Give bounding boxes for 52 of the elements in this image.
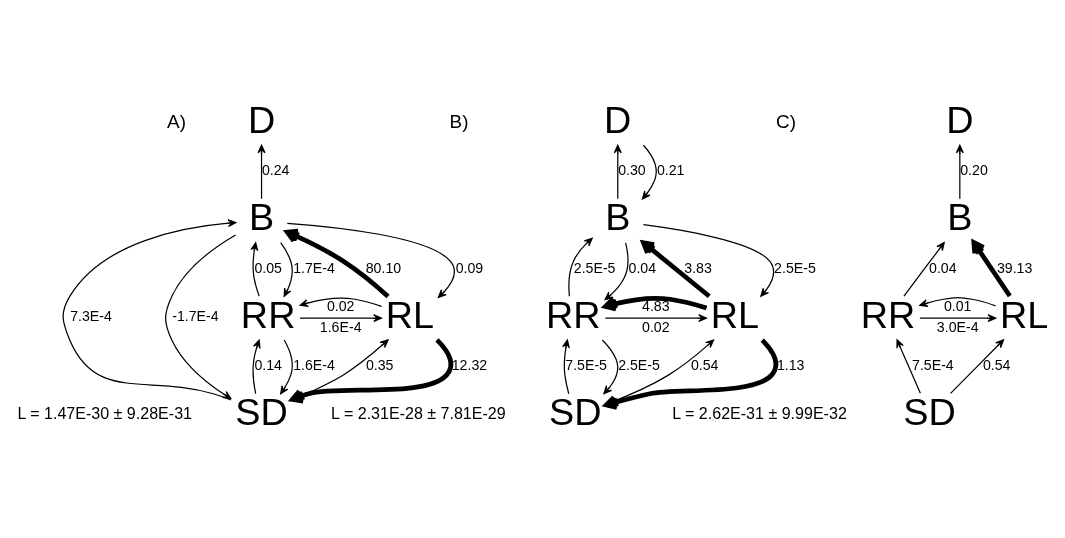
- node-text: D: [946, 98, 974, 141]
- node-text: RL: [385, 293, 435, 336]
- label: L = 1.47E-30 ± 9.28E-31: [17, 403, 192, 422]
- edge-label: 7.5E-5: [565, 356, 607, 373]
- node-text: RL: [710, 293, 760, 336]
- edge-label: 2.5E-5: [573, 259, 616, 276]
- label: B): [449, 110, 469, 132]
- node-text: SD: [235, 390, 288, 433]
- edge-label: 3.0E-4: [936, 318, 979, 335]
- edge-label: 0.14: [254, 356, 282, 373]
- edge-label: -1.7E-4: [172, 307, 219, 324]
- edge-label: 0.04: [929, 259, 957, 276]
- label: C): [776, 110, 796, 132]
- edge-label: 0.09: [455, 259, 484, 276]
- node-text: RR: [240, 293, 296, 336]
- node-text: B: [248, 195, 275, 238]
- edge-label: 7.3E-4: [70, 307, 112, 324]
- edge-label: 3.83: [684, 259, 712, 276]
- edge-label: 0.05: [254, 259, 282, 276]
- edge-label: 2.5E-5: [774, 259, 816, 276]
- node-text: RR: [860, 293, 916, 336]
- edge-label: 0.24: [261, 161, 290, 178]
- edge-label: 0.54: [982, 356, 1011, 373]
- label: L = 2.62E-31 ± 9.99E-32: [672, 403, 847, 422]
- edge-label: 0.30: [618, 161, 646, 178]
- edge-label: 39.13: [996, 259, 1033, 276]
- edge-label: 1.6E-4: [293, 356, 335, 373]
- edge-label: 0.02: [642, 318, 670, 335]
- node-text: SD: [549, 390, 602, 433]
- edge-label: 0.02: [326, 297, 355, 314]
- edge-label: 0.21: [656, 161, 685, 178]
- edge-label: 1.13: [776, 356, 805, 373]
- node-text: D: [604, 98, 632, 141]
- label: A): [167, 110, 186, 132]
- edge-label: 7.5E-4: [912, 356, 954, 373]
- edge-label: 4.83: [642, 297, 670, 314]
- node-text: SD: [903, 390, 956, 433]
- edge-label: 2.5E-5: [618, 356, 660, 373]
- node-text: RL: [999, 293, 1049, 336]
- edge-label: 0.35: [365, 356, 394, 373]
- node-text: D: [247, 98, 276, 141]
- edge-label: 0.54: [690, 356, 719, 373]
- edge-label: 0.20: [960, 161, 988, 178]
- edge-label: 1.6E-4: [319, 318, 362, 335]
- node-text: B: [605, 195, 631, 238]
- edge-label: 1.7E-4: [293, 259, 335, 276]
- edge-label: 80.10: [365, 259, 402, 276]
- node-text: RR: [546, 293, 601, 336]
- node-text: B: [947, 195, 973, 238]
- edge-label: 0.01: [943, 297, 972, 314]
- edge-label: 0.04: [628, 259, 657, 276]
- label: L = 2.31E-28 ± 7.81E-29: [331, 403, 506, 422]
